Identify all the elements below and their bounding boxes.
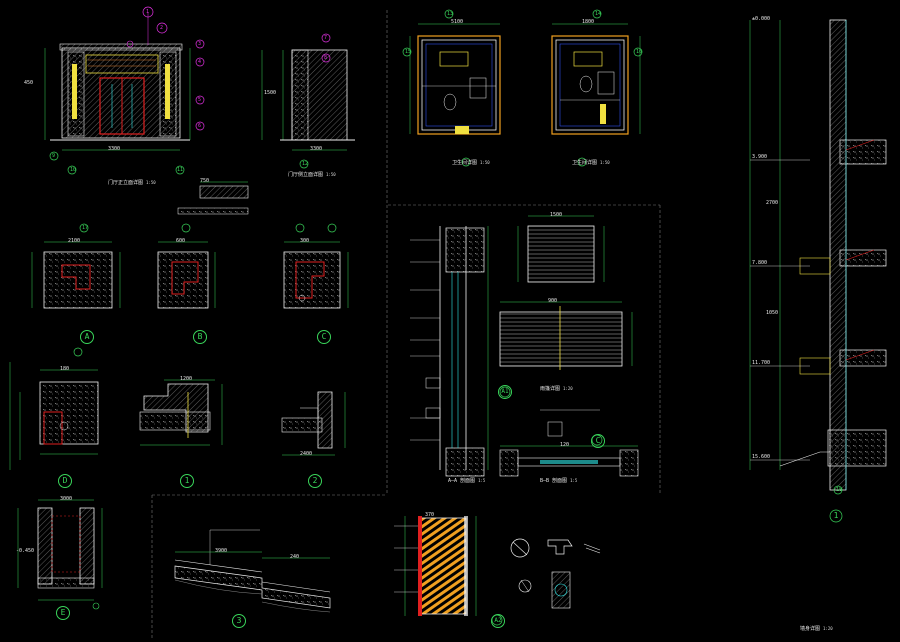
dimension-label: 370 (425, 512, 435, 518)
detail-2-section (281, 391, 346, 456)
drawing-title: 雨篷详图 1:20 (540, 386, 573, 392)
canopy-plan-top (517, 215, 605, 283)
axis-number: 11 (177, 167, 184, 173)
drawing-title: A—A 剖面图 1:5 (448, 478, 486, 484)
dimension-label: 900 (548, 298, 558, 304)
column-section-details (31, 223, 349, 309)
axis-number: 12 (302, 161, 309, 167)
dimension-label: 1200 (180, 376, 193, 382)
level-mark: -0.450 (16, 548, 35, 554)
sheet-dividers (151, 10, 661, 640)
detail-e-section (17, 499, 103, 610)
detail-bubble: A1 (498, 385, 512, 399)
axis-number: 6 (198, 123, 202, 129)
drawing-title: 门厅正立面详图 1:50 (108, 180, 156, 186)
detail-bubble: D (58, 474, 72, 488)
detail-bubble: 1 (180, 474, 194, 488)
dimension-label: 3300 (108, 146, 121, 152)
axis-number: 1 (146, 9, 150, 15)
axis-number: 9 (52, 153, 56, 159)
drawing-title: 卫生间详图 1:50 (452, 160, 490, 166)
axis-number: 3 (198, 41, 202, 47)
dimension-label: 1500 (550, 212, 563, 218)
wall-section (749, 19, 887, 523)
dimension-label: 2700 (766, 200, 779, 206)
dimension-label: 600 (176, 238, 186, 244)
detail-1-section (139, 379, 223, 446)
level-mark: 15.600 (752, 454, 771, 460)
dimension-label: 5100 (451, 19, 464, 25)
dimension-label: 300 (300, 238, 310, 244)
detail-bubble: B (193, 330, 207, 344)
detail-bubble: 2 (308, 474, 322, 488)
entrance-side-elevation (261, 33, 355, 169)
toilet-plan-2 (551, 9, 643, 167)
detail-bubble: A2 (491, 614, 505, 628)
dimension-label: 1800 (582, 19, 595, 25)
axis-number: 2 (160, 25, 164, 31)
detail-bubble: 3 (232, 614, 246, 628)
axis-number: 13 (447, 11, 454, 17)
dimension-label: 1050 (766, 310, 779, 316)
detail-bubble: C (317, 330, 331, 344)
canopy-plan-bottom (499, 301, 633, 398)
axis-number: 8 (324, 55, 328, 61)
dimension-label: 240 (290, 554, 300, 560)
dimension-label: 3300 (310, 146, 323, 152)
level-mark: ±0.000 (752, 16, 771, 22)
dimension-label: 750 (200, 178, 210, 184)
drawing-title: 墙身详图 1:20 (800, 626, 833, 632)
dimension-label: 2400 (300, 451, 313, 457)
entrance-front-elevation (44, 6, 205, 175)
drawing-title: B—B 剖面图 1:5 (540, 478, 578, 484)
level-mark: 7.800 (752, 260, 768, 266)
toilet-plan-1 (402, 9, 501, 167)
detail-bubble: C (591, 434, 605, 448)
step-detail (177, 181, 249, 215)
axis-number: 5 (198, 97, 202, 103)
drawing-title: 卫生间详图 1:50 (572, 160, 610, 166)
dimension-label: 450 (24, 80, 34, 86)
detail-3-ramp (174, 529, 331, 613)
dimension-label: 1500 (264, 90, 277, 96)
axis-number: 14 (595, 11, 602, 17)
dimension-label: 2100 (68, 238, 81, 244)
canopy-section-a (410, 226, 489, 477)
detail-d-plan (9, 347, 99, 470)
axis-number: 7 (324, 35, 328, 41)
drawing-title: 门厅侧立面详图 1:50 (288, 172, 336, 178)
level-mark: 11.700 (752, 360, 771, 366)
hardware-details (510, 538, 601, 609)
canopy-section-b (499, 409, 639, 477)
dimension-label: 3000 (60, 496, 73, 502)
dimension-label: 3900 (215, 548, 228, 554)
axis-number: 17 (82, 225, 89, 231)
detail-bubble: 1 (833, 511, 839, 520)
axis-number: 15 (405, 49, 412, 55)
detail-a2 (394, 516, 503, 626)
dimension-label: 180 (60, 366, 70, 372)
detail-bubble: E (56, 606, 70, 620)
axis-number: 4 (198, 59, 202, 65)
axis-number: 18 (836, 487, 843, 493)
dimension-label: 120 (560, 442, 570, 448)
axis-number: 16 (636, 49, 643, 55)
detail-bubble: A (80, 330, 94, 344)
axis-number: 10 (70, 167, 77, 173)
level-mark: 3.900 (752, 154, 768, 160)
